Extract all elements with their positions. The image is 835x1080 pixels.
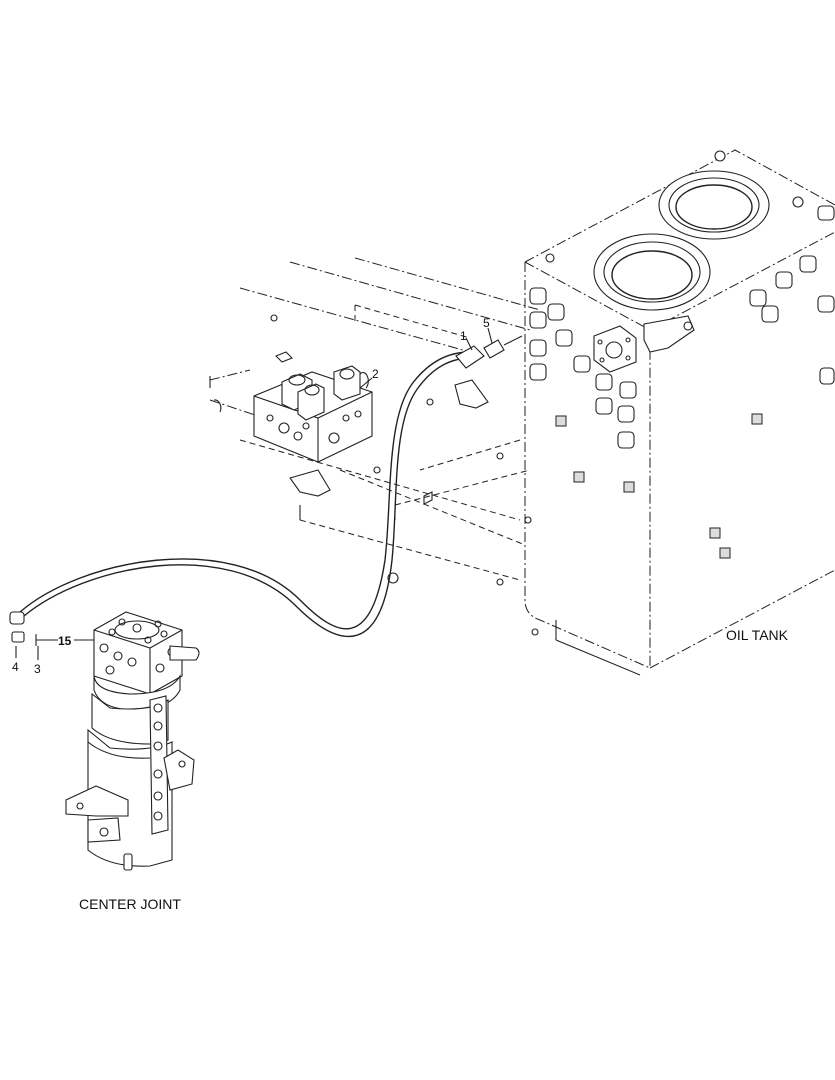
callout-3: 3 bbox=[34, 662, 41, 676]
oil-tank bbox=[524, 149, 835, 676]
callout-1: 1 bbox=[460, 329, 467, 343]
valve-block bbox=[253, 365, 373, 463]
frame-structure bbox=[209, 257, 541, 636]
tank-port-rear bbox=[658, 170, 770, 240]
oil-tank-label: OIL TANK bbox=[726, 627, 789, 643]
tank-fittings bbox=[529, 205, 835, 559]
tank-port-front bbox=[593, 233, 711, 311]
callout-leaders bbox=[11, 327, 493, 660]
callout-2: 2 bbox=[372, 367, 379, 381]
callout-5: 5 bbox=[483, 316, 490, 330]
center-joint bbox=[65, 611, 200, 871]
tank-flange bbox=[593, 325, 637, 373]
callout-4: 4 bbox=[12, 660, 19, 674]
center-joint-label: CENTER JOINT bbox=[79, 896, 181, 912]
callout-15: 15 bbox=[58, 634, 72, 648]
hose bbox=[9, 335, 523, 638]
